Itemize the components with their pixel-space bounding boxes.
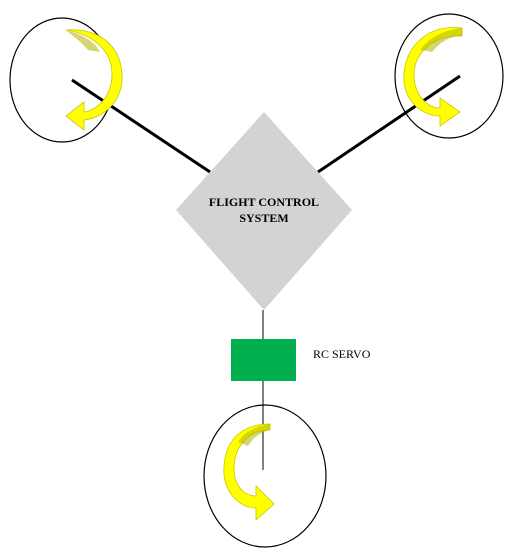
arm-top-right	[317, 74, 461, 174]
rotate-clockwise-icon	[403, 27, 463, 127]
fcs-label-line1: FLIGHT CONTROL	[209, 195, 319, 209]
arm-top-left	[71, 78, 211, 174]
rc-servo-label: RC SERVO	[313, 347, 371, 361]
fcs-label-line2: SYSTEM	[239, 211, 288, 225]
rotor-top-right-circle	[394, 13, 504, 139]
rotate-clockwise-icon	[223, 423, 275, 521]
rc-servo-block	[231, 339, 296, 381]
rotate-counter-clockwise-icon	[65, 29, 123, 131]
rotor-bottom-circle	[203, 404, 327, 548]
flight-control-system-diamond	[176, 112, 352, 310]
